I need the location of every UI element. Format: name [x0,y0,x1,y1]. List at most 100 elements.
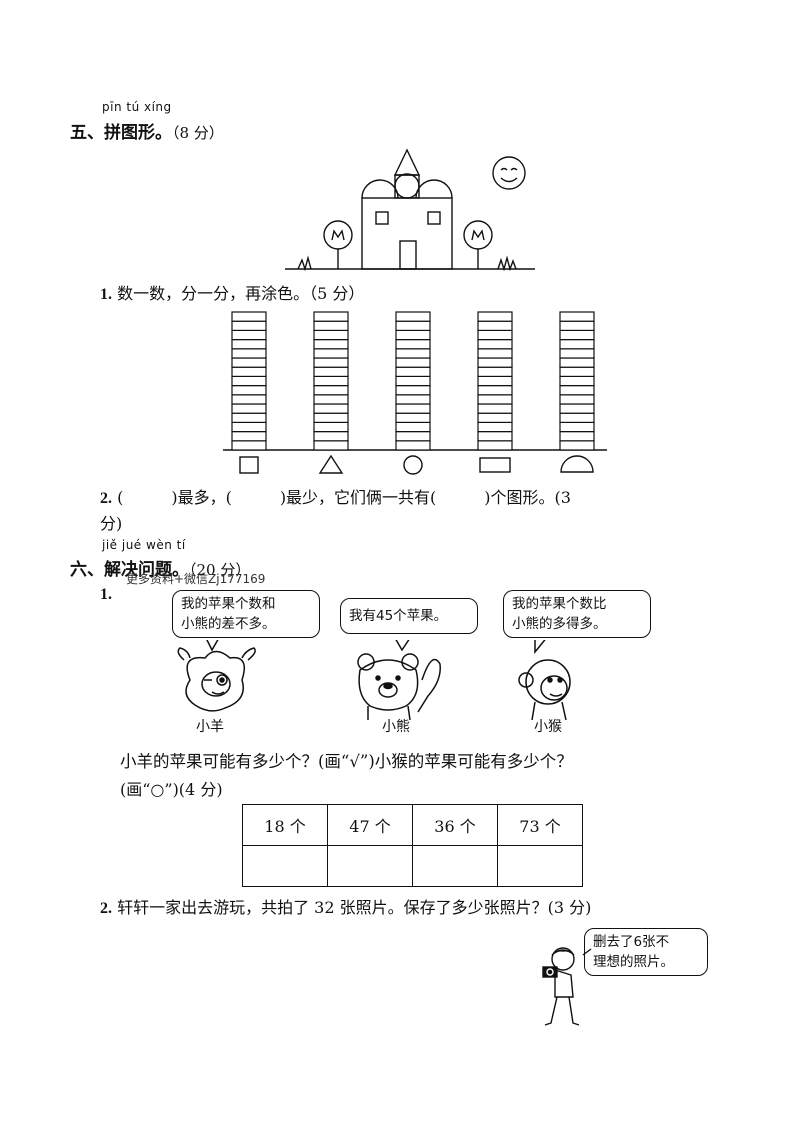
section6-heading: 六、解决问题。（20 分） [70,555,250,580]
mark-cell-18[interactable] [242,845,328,887]
question-1-number: 1. [100,286,112,303]
bubble-photos-line1: 删去了6张不 [593,934,670,950]
block[interactable] [231,311,267,322]
block[interactable] [395,384,431,396]
option-47: 47 个 [327,804,413,846]
block[interactable] [313,366,349,377]
block[interactable] [477,348,513,359]
block[interactable] [231,394,267,405]
section6-pinyin: jiě jué wèn tí [102,538,186,552]
block[interactable] [395,329,431,341]
block[interactable] [313,329,349,341]
block[interactable] [395,394,431,405]
block[interactable] [477,421,513,433]
block[interactable] [559,421,595,433]
block[interactable] [477,431,513,442]
block[interactable] [477,329,513,341]
block[interactable] [231,421,267,433]
section5-pinyin: pīn tú xíng [102,100,172,114]
block[interactable] [313,320,349,332]
block[interactable] [559,412,595,423]
answer-table-mark-row[interactable] [242,845,583,887]
block[interactable] [231,366,267,377]
block[interactable] [559,357,595,368]
block[interactable] [559,403,595,414]
watermark-text: 更多资料+微信Zj177169 [126,572,266,586]
block[interactable] [313,421,349,433]
block[interactable] [231,403,267,414]
block[interactable] [477,375,513,387]
block-column-2[interactable] [313,311,349,451]
option-36: 36 个 [412,804,498,846]
block[interactable] [395,366,431,377]
block[interactable] [313,375,349,387]
block[interactable] [559,440,595,451]
block[interactable] [231,440,267,451]
block[interactable] [477,412,513,423]
block[interactable] [477,320,513,332]
block[interactable] [559,366,595,377]
bubble-bear: 我有45个苹果。 [340,598,478,634]
mark-cell-47[interactable] [327,845,413,887]
block[interactable] [559,394,595,405]
block[interactable] [395,403,431,414]
block[interactable] [477,440,513,451]
block[interactable] [559,338,595,350]
block[interactable] [559,329,595,341]
block[interactable] [395,412,431,423]
block-column-3[interactable] [395,311,431,451]
block[interactable] [313,440,349,451]
block[interactable] [395,431,431,442]
block[interactable] [477,311,513,322]
boy-with-camera-icon [542,947,592,1026]
block[interactable] [559,384,595,396]
block[interactable] [313,311,349,322]
mark-cell-73[interactable] [497,845,583,887]
block[interactable] [313,403,349,414]
block[interactable] [477,394,513,405]
block[interactable] [231,375,267,387]
block[interactable] [395,421,431,433]
mark-cell-36[interactable] [412,845,498,887]
block[interactable] [559,431,595,442]
circle-shape-icon [403,455,423,475]
block[interactable] [395,311,431,322]
block[interactable] [559,311,595,322]
block[interactable] [313,348,349,359]
block[interactable] [477,403,513,414]
problem-1-question-line1: 小羊的苹果可能有多少个？(画“√”)小猴的苹果可能有多少个？ [120,752,573,771]
option-73: 73 个 [497,804,583,846]
block[interactable] [477,338,513,350]
block[interactable] [477,384,513,396]
block[interactable] [313,412,349,423]
block[interactable] [231,412,267,423]
bubble-monkey: 我的苹果个数比 小熊的多得多。 [503,590,651,638]
block[interactable] [559,375,595,387]
block[interactable] [313,431,349,442]
block[interactable] [313,384,349,396]
block[interactable] [395,338,431,350]
block[interactable] [477,366,513,377]
block[interactable] [313,338,349,350]
block[interactable] [231,431,267,442]
block[interactable] [395,375,431,387]
block[interactable] [231,348,267,359]
block[interactable] [559,320,595,332]
block[interactable] [231,338,267,350]
block[interactable] [559,348,595,359]
block[interactable] [395,348,431,359]
block[interactable] [313,357,349,368]
block[interactable] [395,357,431,368]
block[interactable] [395,440,431,451]
block[interactable] [231,329,267,341]
block-column-1[interactable] [231,311,267,451]
block[interactable] [395,320,431,332]
block[interactable] [231,320,267,332]
problem-1-question-line2: (画“○”)(4 分) [120,780,223,799]
block[interactable] [231,384,267,396]
block-column-5[interactable] [559,311,595,451]
block[interactable] [313,394,349,405]
block-column-4[interactable] [477,311,513,451]
block[interactable] [477,357,513,368]
block[interactable] [231,357,267,368]
